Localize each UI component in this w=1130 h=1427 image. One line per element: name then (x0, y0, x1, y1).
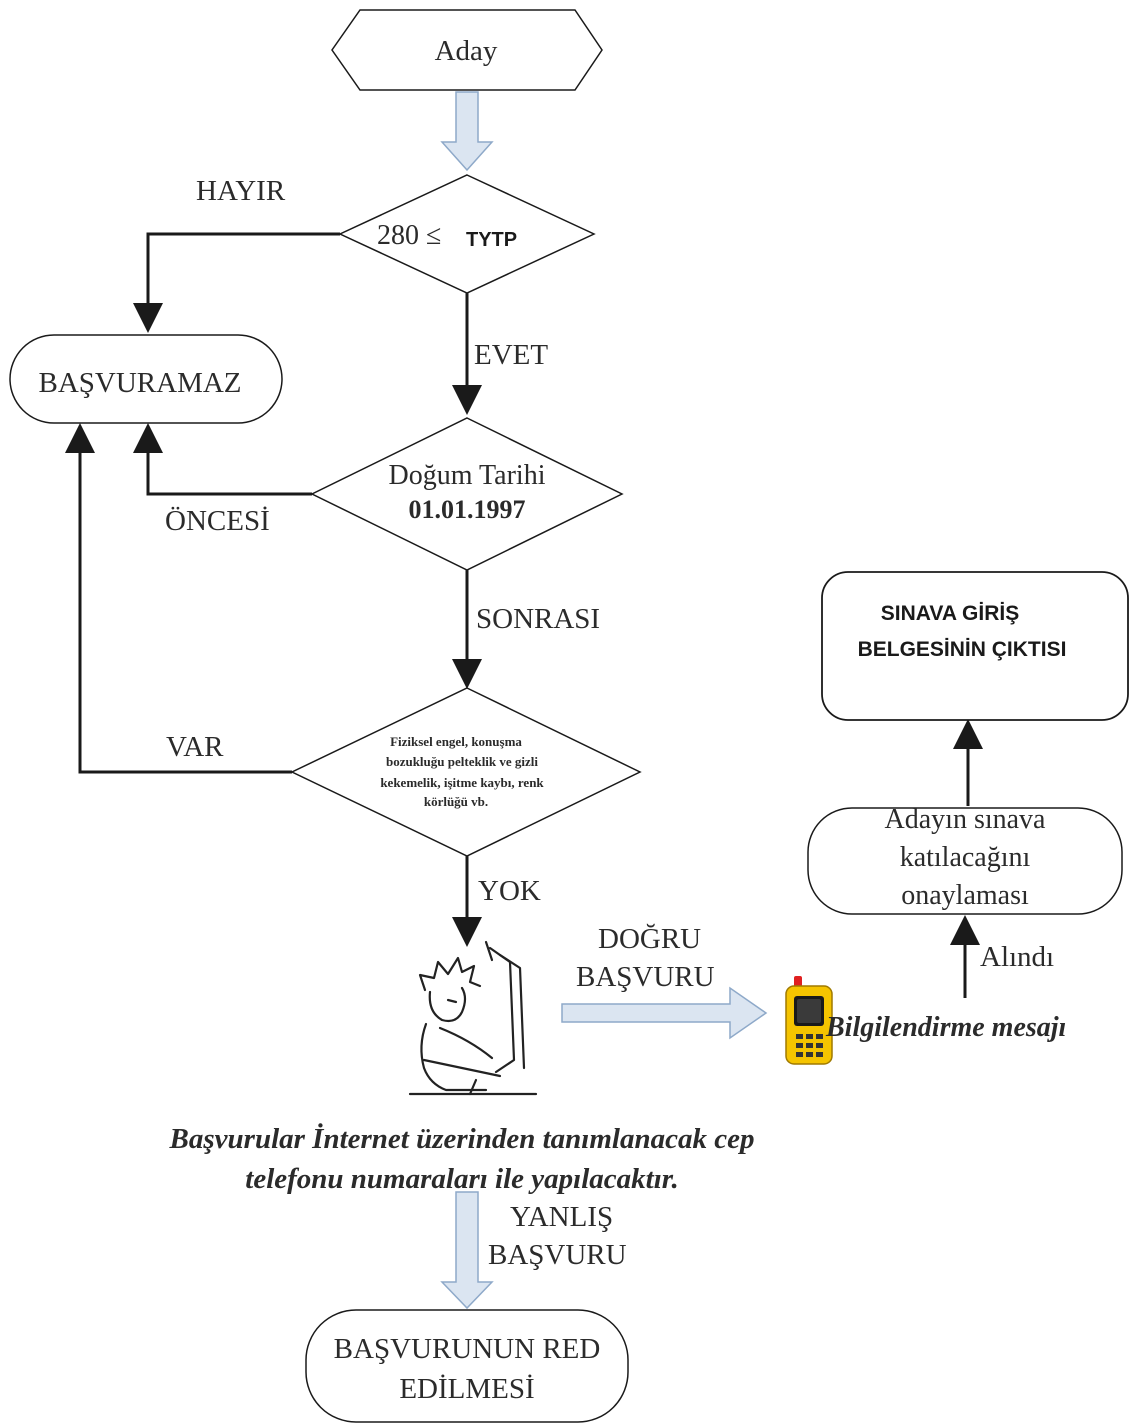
block-arrow-down-1 (440, 91, 494, 172)
edge-none-label: YOK (478, 875, 541, 907)
reject-line2: EDİLMESİ (399, 1373, 534, 1405)
disability-decision: Fiziksel engel, konuşma bozukluğu peltek… (290, 687, 642, 857)
edge-received-label: Alındı (980, 941, 1054, 973)
score-left-label: 280 ≤ (377, 220, 441, 251)
edge-before-label: ÖNCESİ (165, 505, 270, 537)
start-node: Aday (331, 9, 603, 91)
edge-has (65, 423, 292, 774)
score-right-label: TYTP (466, 229, 517, 251)
reject-line1: BAŞVURUNUN RED (334, 1333, 601, 1365)
edge-yes-label: EVET (474, 339, 548, 371)
disability-line3: kekemelik, işitme kaybı, renk (380, 775, 544, 790)
entry-document-node: SINAVA GİRİŞ BELGESİNİN ÇIKTISI (821, 571, 1129, 721)
note-line2: telefonu numaraları ile yapılacaktır. (245, 1163, 678, 1195)
edge-before (133, 423, 312, 496)
confirm-line3: onaylaması (901, 880, 1029, 911)
confirm-node: Adayın sınava katılacağını onaylaması (807, 804, 1123, 915)
edge-no (133, 232, 340, 333)
reject-node: BAŞVURUNUN RED EDİLMESİ (305, 1309, 629, 1423)
edge-wrong-line1: YANLIŞ (510, 1201, 613, 1233)
edge-wrong-line2: BAŞVURU (488, 1239, 627, 1271)
confirm-line2: katılacağını (900, 842, 1031, 873)
birth-date-line2: 01.01.1997 (409, 495, 526, 524)
mobile-phone-icon (785, 976, 833, 1065)
birth-date-decision: Doğum Tarihi 01.01.1997 (310, 417, 624, 571)
cannot-apply-label: BAŞVURAMAZ (38, 367, 241, 399)
birth-date-line1: Doğum Tarihi (389, 460, 546, 491)
info-message-label: Bilgilendirme mesajı (825, 1012, 1066, 1043)
edge-after-label: SONRASI (476, 603, 600, 635)
edge-correct-line1: DOĞRU (598, 922, 701, 955)
confirm-line1: Adayın sınava (885, 804, 1047, 835)
document-line2: BELGESİNİN ÇIKTISI (858, 638, 1067, 661)
edge-correct-line2: BAŞVURU (576, 961, 715, 993)
block-arrow-down-2 (440, 1191, 494, 1310)
person-at-computer-icon (408, 940, 538, 1096)
document-line1: SINAVA GİRİŞ (881, 602, 1019, 625)
disability-line1: Fiziksel engel, konuşma (390, 734, 522, 749)
start-label: Aday (435, 35, 498, 67)
disability-line2: bozukluğu pelteklik ve gizli (386, 754, 538, 769)
note-line1: Başvurular İnternet üzerinden tanımlanac… (169, 1122, 755, 1155)
edge-has-label: VAR (166, 731, 224, 763)
disability-line4: körlüğü vb. (424, 794, 488, 809)
edge-no-label: HAYIR (196, 175, 286, 207)
block-arrow-right (561, 986, 768, 1040)
cannot-apply-node: BAŞVURAMAZ (9, 334, 283, 424)
score-decision: 280 ≤ TYTP (338, 174, 596, 294)
